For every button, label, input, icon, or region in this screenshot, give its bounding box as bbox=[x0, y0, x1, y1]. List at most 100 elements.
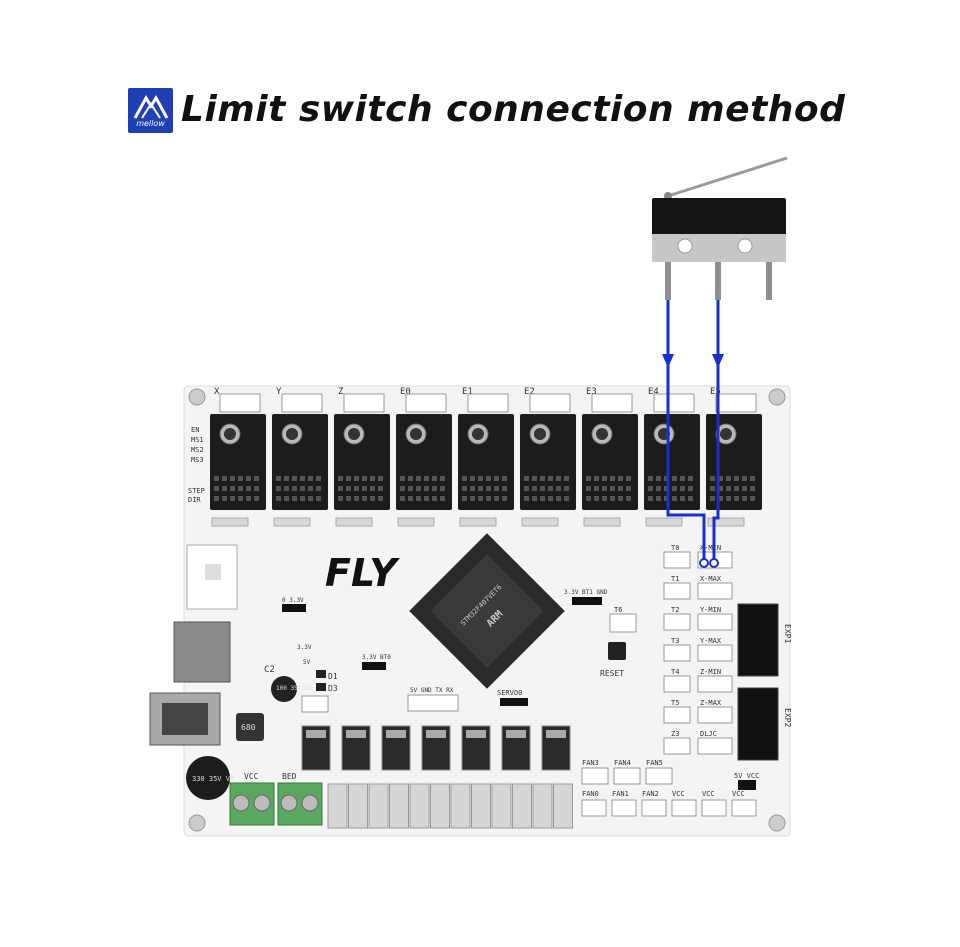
microstep-jumpers[interactable] bbox=[645, 517, 683, 527]
endstop-connector[interactable] bbox=[697, 582, 733, 600]
fan-connector[interactable] bbox=[581, 767, 609, 785]
fan-connector[interactable] bbox=[641, 799, 667, 817]
thermistor-connector[interactable] bbox=[663, 675, 691, 693]
header-pin bbox=[524, 496, 529, 501]
motor-connector[interactable] bbox=[715, 393, 757, 413]
exp2-header[interactable] bbox=[737, 687, 779, 761]
terminal-slot[interactable] bbox=[327, 783, 348, 829]
thermistor-connector[interactable] bbox=[663, 551, 691, 569]
header-pin bbox=[710, 486, 715, 491]
header-pin bbox=[726, 486, 731, 491]
motor-connector[interactable] bbox=[281, 393, 323, 413]
motor-connector[interactable] bbox=[591, 393, 633, 413]
fan-connector[interactable] bbox=[731, 799, 757, 817]
terminal-slot[interactable] bbox=[532, 783, 553, 829]
vcc-jumper[interactable] bbox=[738, 780, 756, 790]
motor-connector[interactable] bbox=[405, 393, 447, 413]
header-pin bbox=[370, 486, 375, 491]
terminal-slot[interactable] bbox=[471, 783, 491, 829]
microstep-jumpers[interactable] bbox=[397, 517, 435, 527]
header-pin bbox=[214, 486, 219, 491]
uart-connector[interactable] bbox=[407, 694, 459, 712]
endstop-connector[interactable] bbox=[697, 675, 733, 693]
fan-connector[interactable] bbox=[581, 799, 607, 817]
jumper-b[interactable] bbox=[572, 597, 602, 605]
endstop-connector[interactable] bbox=[697, 706, 733, 724]
motor-connector[interactable] bbox=[529, 393, 571, 413]
header-pin bbox=[222, 486, 227, 491]
thermistor-connector[interactable] bbox=[663, 706, 691, 724]
mount-hole-bl bbox=[188, 814, 206, 832]
microstep-jumpers[interactable] bbox=[521, 517, 559, 527]
v5-label: 5V bbox=[303, 659, 311, 666]
terminal-slot[interactable] bbox=[430, 783, 450, 829]
jumper-c[interactable] bbox=[362, 662, 386, 670]
motor-connector[interactable] bbox=[467, 393, 509, 413]
header-pin bbox=[230, 486, 235, 491]
fan-connector[interactable] bbox=[671, 799, 697, 817]
fan-connector[interactable] bbox=[645, 767, 673, 785]
endstop-connector[interactable] bbox=[697, 613, 733, 631]
header-pin bbox=[470, 496, 475, 501]
thermistor-connector[interactable] bbox=[663, 613, 691, 631]
exp1-header[interactable] bbox=[737, 603, 779, 677]
microstep-jumpers[interactable] bbox=[583, 517, 621, 527]
header-pin bbox=[276, 486, 281, 491]
terminal-slot[interactable] bbox=[409, 783, 430, 829]
aux-connector[interactable] bbox=[301, 695, 329, 713]
d1-label: D1 bbox=[328, 672, 338, 681]
jumper-a[interactable] bbox=[282, 604, 306, 612]
header-pin bbox=[494, 476, 499, 481]
motor-connector[interactable] bbox=[653, 393, 695, 413]
header-pin bbox=[478, 496, 483, 501]
endstop-connector[interactable] bbox=[697, 644, 733, 662]
terminal-slot[interactable] bbox=[348, 783, 368, 829]
terminal-slot[interactable] bbox=[512, 783, 532, 829]
header-pin bbox=[688, 496, 693, 501]
microstep-jumpers[interactable] bbox=[707, 517, 745, 527]
endstop-label: Y-MIN bbox=[700, 606, 721, 614]
terminal-slot[interactable] bbox=[389, 783, 409, 829]
diode-d1 bbox=[316, 670, 326, 678]
header-pin bbox=[362, 476, 367, 481]
thermistor-connector[interactable] bbox=[663, 737, 691, 755]
microstep-jumpers[interactable] bbox=[459, 517, 497, 527]
header-pin bbox=[540, 496, 545, 501]
switch-pin-no bbox=[766, 262, 772, 300]
endstop-label: Z-MIN bbox=[700, 668, 721, 676]
microstep-jumpers[interactable] bbox=[211, 517, 249, 527]
header-pin bbox=[556, 476, 561, 481]
fan-connector[interactable] bbox=[611, 799, 637, 817]
screw-icon bbox=[253, 794, 271, 812]
heater-terminal-block bbox=[327, 783, 573, 829]
thermistor-connector[interactable] bbox=[663, 644, 691, 662]
header-pin bbox=[370, 496, 375, 501]
pin-label-en: EN bbox=[191, 426, 199, 434]
header-pin bbox=[230, 496, 235, 501]
header-pin bbox=[246, 486, 251, 491]
motor-connector[interactable] bbox=[343, 393, 385, 413]
vcc-power-label: VCC bbox=[244, 772, 259, 781]
terminal-slot[interactable] bbox=[450, 783, 471, 829]
reset-button[interactable] bbox=[608, 642, 626, 660]
microstep-jumpers[interactable] bbox=[335, 517, 373, 527]
cap-large-label: 330 35V VT bbox=[192, 775, 235, 783]
microstep-jumpers[interactable] bbox=[273, 517, 311, 527]
header-pin bbox=[462, 486, 467, 491]
servo-header[interactable] bbox=[500, 698, 528, 706]
terminal-slot[interactable] bbox=[553, 783, 573, 829]
diode-d3 bbox=[316, 683, 326, 691]
terminal-slot[interactable] bbox=[368, 783, 389, 829]
header-pin bbox=[354, 496, 359, 501]
t6-connector[interactable] bbox=[609, 613, 637, 633]
header-pin bbox=[478, 486, 483, 491]
thermistor-connector[interactable] bbox=[663, 582, 691, 600]
header-pin bbox=[238, 476, 243, 481]
motor-connector[interactable] bbox=[219, 393, 261, 413]
endstop-connector[interactable] bbox=[697, 737, 733, 755]
header-pin bbox=[672, 476, 677, 481]
terminal-slot[interactable] bbox=[491, 783, 512, 829]
exp1-label: EXP1 bbox=[783, 624, 792, 643]
fan-connector[interactable] bbox=[613, 767, 641, 785]
fan-connector[interactable] bbox=[701, 799, 727, 817]
